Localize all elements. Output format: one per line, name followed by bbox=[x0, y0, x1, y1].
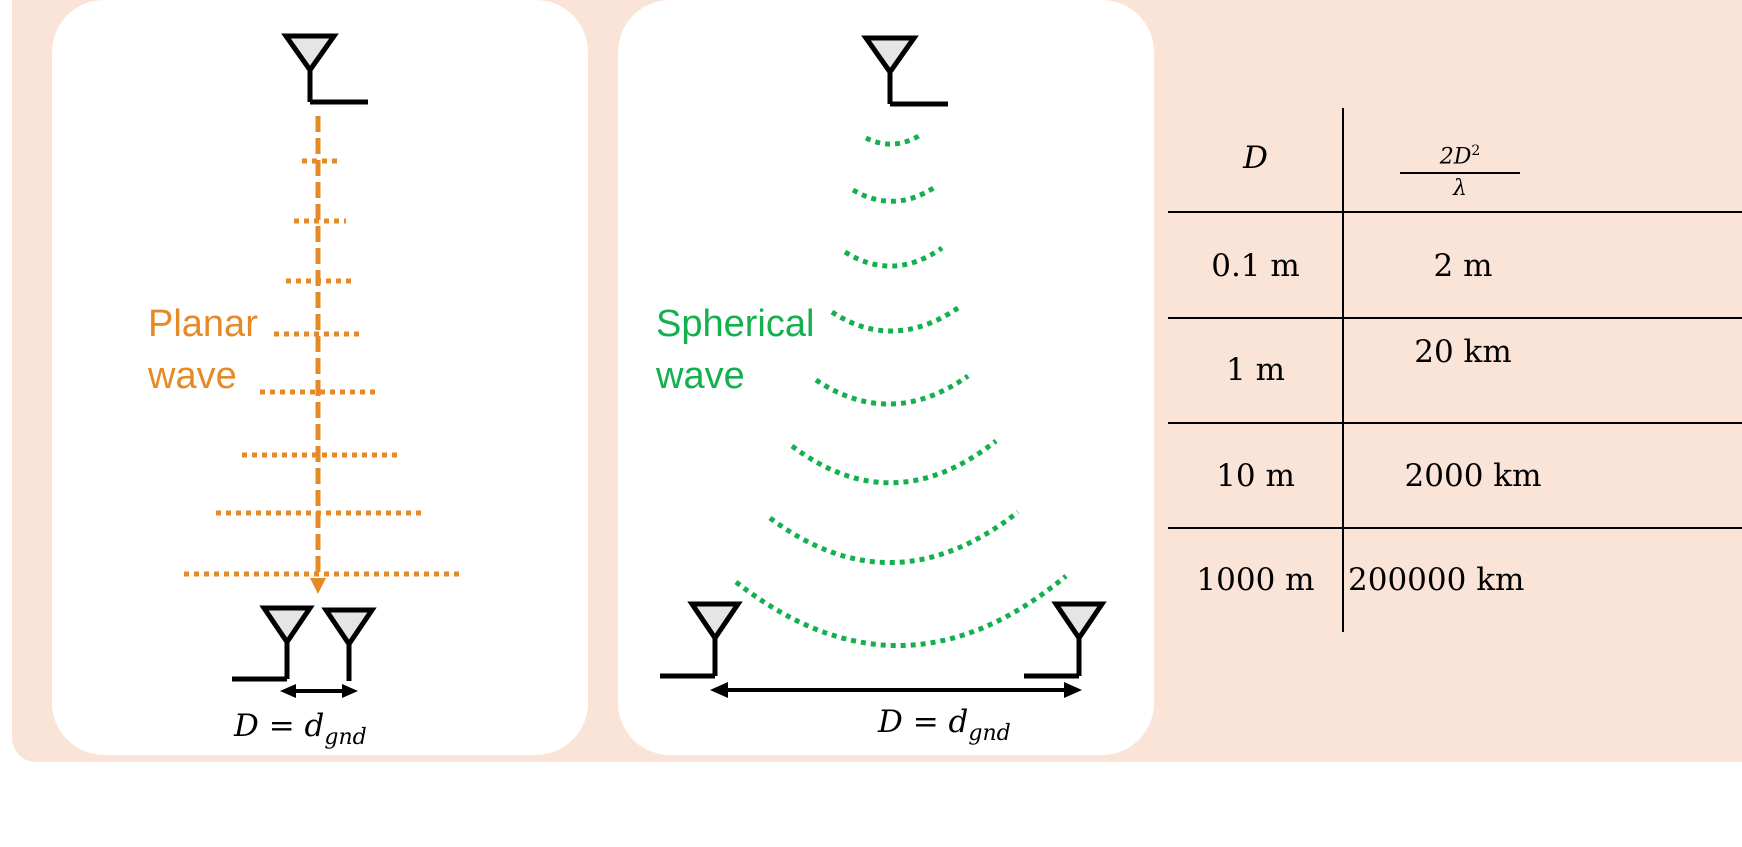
table-cell-d: 1000 m bbox=[1196, 562, 1315, 598]
table-cell-ratio: 20 km bbox=[1414, 334, 1512, 370]
spherical-wavefront bbox=[768, 510, 1020, 565]
right-distance-formula: D = dgnd bbox=[878, 704, 1011, 746]
receiver-antenna-icon bbox=[232, 605, 315, 682]
table-cell-d: 0.1 m bbox=[1211, 248, 1300, 284]
table-header-far-field: 2D2 λ bbox=[1400, 136, 1520, 204]
table-cell-d: 1 m bbox=[1226, 352, 1285, 388]
spherical-wavefront bbox=[864, 131, 924, 147]
propagation-arrow bbox=[310, 116, 326, 594]
spherical-wavefront bbox=[851, 184, 937, 204]
planar-label: Planar bbox=[148, 303, 258, 345]
table-cell-ratio: 2000 km bbox=[1404, 458, 1542, 494]
formula-lhs: D = d bbox=[878, 704, 969, 740]
fraction-numerator: 2D2 bbox=[1400, 136, 1520, 175]
receiver-antenna-icon bbox=[660, 601, 743, 679]
receiver-antenna-icon bbox=[1024, 601, 1107, 679]
transmitter-antenna-icon bbox=[281, 33, 368, 105]
table-cell-ratio: 200000 km bbox=[1348, 562, 1525, 598]
distance-arrow bbox=[710, 682, 1082, 698]
formula-subscript: gnd bbox=[324, 725, 367, 750]
spherical-wavefront bbox=[814, 373, 970, 407]
receiver-antenna-icon bbox=[321, 607, 377, 681]
spherical-wavefront bbox=[830, 305, 960, 334]
table-cell-ratio: 2 m bbox=[1433, 248, 1493, 284]
spherical-wavefront bbox=[790, 439, 998, 486]
table-grid bbox=[1168, 108, 1742, 632]
spherical-label: Spherical bbox=[656, 303, 815, 345]
distance-arrow bbox=[280, 684, 358, 698]
spherical-wavefront bbox=[734, 574, 1068, 648]
fraction-denominator: λ bbox=[1453, 176, 1467, 202]
formula-lhs: D = d bbox=[234, 708, 325, 744]
spherical-wavefronts bbox=[734, 131, 1068, 648]
transmitter-antenna-icon bbox=[861, 35, 948, 107]
formula-subscript: gnd bbox=[968, 721, 1011, 746]
planar-label-line2: wave bbox=[148, 355, 237, 397]
planar-wavefronts bbox=[184, 158, 460, 577]
spherical-label-line2: wave bbox=[656, 355, 745, 397]
table-header-d: D bbox=[1243, 140, 1268, 176]
left-distance-formula: D = dgnd bbox=[234, 708, 367, 750]
spherical-wavefront bbox=[843, 245, 944, 269]
table-cell-d: 10 m bbox=[1216, 458, 1295, 494]
